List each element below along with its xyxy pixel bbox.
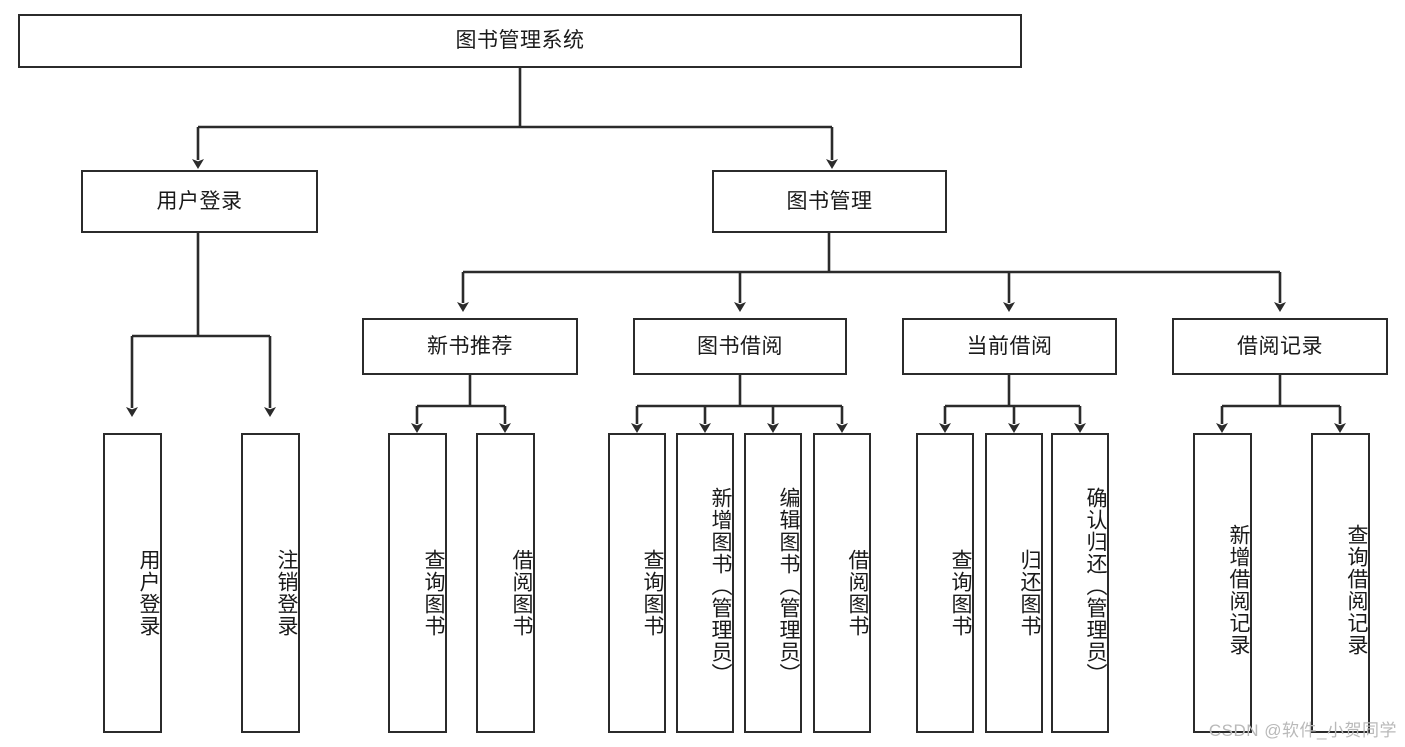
node-leaf-confirm-return-label: 确认归还（管理员） [1084,487,1107,685]
node-leaf-query-book-2-label: 查询图书 [641,549,664,637]
node-leaf-query-record[interactable]: 查询借阅记录 [1311,433,1370,733]
node-leaf-edit-book[interactable]: 编辑图书（管理员） [744,433,802,733]
node-leaf-add-book-label: 新增图书（管理员） [709,487,732,685]
node-leaf-borrow-book-2-label: 借阅图书 [846,549,869,637]
node-book-borrow-label: 图书借阅 [697,334,783,358]
node-book-management-label: 图书管理 [786,189,873,213]
node-leaf-query-book-1-label: 查询图书 [422,549,445,637]
node-leaf-confirm-return[interactable]: 确认归还（管理员） [1051,433,1109,733]
node-current-borrow-label: 当前借阅 [966,334,1053,358]
node-leaf-return-book[interactable]: 归还图书 [985,433,1043,733]
node-leaf-query-book-1[interactable]: 查询图书 [388,433,447,733]
node-leaf-query-record-label: 查询借阅记录 [1345,524,1368,656]
node-leaf-user-login[interactable]: 用户登录 [103,433,162,733]
node-leaf-borrow-book-1-label: 借阅图书 [510,549,533,637]
node-leaf-add-record[interactable]: 新增借阅记录 [1193,433,1252,733]
csdn-watermark: CSDN @软件_小贺同学 [1208,721,1397,740]
node-user-login-label: 用户登录 [156,189,243,213]
node-current-borrow[interactable]: 当前借阅 [902,318,1117,375]
node-leaf-add-book[interactable]: 新增图书（管理员） [676,433,734,733]
node-leaf-logout[interactable]: 注销登录 [241,433,300,733]
node-book-borrow[interactable]: 图书借阅 [633,318,847,375]
node-root-label: 图书管理系统 [455,29,585,53]
node-leaf-query-book-3[interactable]: 查询图书 [916,433,974,733]
node-new-book-recommend-label: 新书推荐 [427,334,513,358]
node-borrow-record[interactable]: 借阅记录 [1172,318,1388,375]
node-new-book-recommend[interactable]: 新书推荐 [362,318,578,375]
node-user-login[interactable]: 用户登录 [81,170,318,233]
node-leaf-return-book-label: 归还图书 [1018,549,1041,637]
node-root[interactable]: 图书管理系统 [18,14,1022,68]
node-leaf-logout-label: 注销登录 [275,549,298,637]
node-borrow-record-label: 借阅记录 [1237,334,1323,358]
node-leaf-borrow-book-1[interactable]: 借阅图书 [476,433,535,733]
node-leaf-query-book-3-label: 查询图书 [949,549,972,637]
node-leaf-borrow-book-2[interactable]: 借阅图书 [813,433,871,733]
node-leaf-add-record-label: 新增借阅记录 [1227,524,1250,656]
node-leaf-user-login-label: 用户登录 [137,549,160,637]
node-leaf-edit-book-label: 编辑图书（管理员） [777,487,800,685]
node-leaf-query-book-2[interactable]: 查询图书 [608,433,666,733]
node-book-management[interactable]: 图书管理 [712,170,947,233]
